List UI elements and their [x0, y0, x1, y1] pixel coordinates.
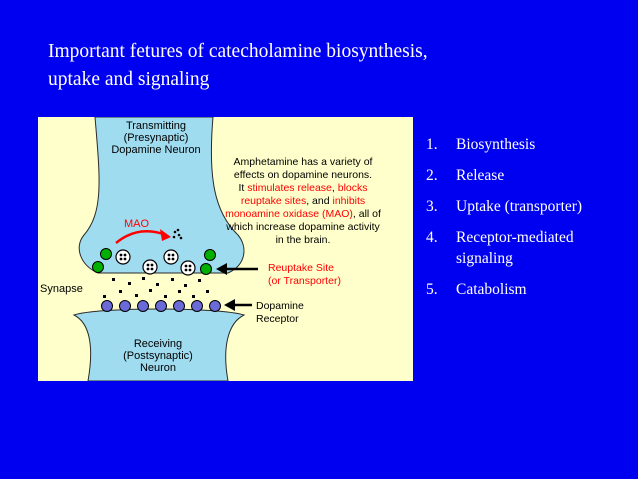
degraded-dopamine — [172, 228, 183, 240]
vesicle — [115, 249, 131, 265]
receptors — [101, 300, 221, 312]
receiving-label-3: Neuron — [140, 362, 176, 374]
reuptake-pointer-head — [216, 263, 227, 275]
synapse-label: Synapse — [40, 283, 83, 295]
amphetamine-line-5: monoamine oxidase (MAO), all of — [225, 208, 381, 220]
title-line-2: uptake and signaling — [48, 69, 210, 90]
list-item: 4. Receptor-mediated signaling — [426, 227, 631, 269]
transmitting-label-3: Dopamine Neuron — [111, 144, 200, 156]
list-item: 1. Biosynthesis — [426, 134, 631, 155]
transmitting-label-2: (Presynaptic) — [124, 132, 189, 144]
feature-list: 1. Biosynthesis 2. Release 3. Uptake (tr… — [426, 134, 631, 310]
vesicle — [180, 260, 196, 276]
mao-arrowhead — [160, 229, 171, 241]
presynaptic-neuron — [78, 117, 245, 274]
vesicle — [142, 259, 158, 275]
list-item: 5. Catabolism — [426, 279, 631, 300]
slide-title: Important fetures of catecholamine biosy… — [48, 38, 608, 94]
vesicle — [163, 249, 179, 265]
title-line-1: Important fetures of catecholamine biosy… — [48, 41, 428, 62]
list-item-number: 1. — [426, 136, 438, 153]
list-item: 2. Release — [426, 165, 631, 186]
list-item-number: 3. — [426, 198, 438, 215]
list-item-number: 5. — [426, 281, 438, 298]
amphetamine-line-1: Amphetamine has a variety of — [234, 156, 373, 168]
receptor-pointer-head — [224, 299, 235, 311]
synapse-diagram-svg: Transmitting (Presynaptic) Dopamine Neur… — [40, 117, 381, 381]
list-item-text: Release — [456, 167, 505, 184]
list-item-number: 2. — [426, 167, 438, 184]
list-item-text: Uptake (transporter) — [456, 198, 583, 215]
receptor-label-1: Dopamine — [256, 300, 304, 312]
list-item-text: Biosynthesis — [456, 136, 536, 153]
reuptake-label-1: Reuptake Site — [268, 262, 334, 274]
amphetamine-line-7: in the brain. — [276, 234, 331, 246]
reuptake-label-2: (or Transporter) — [268, 275, 341, 287]
amphetamine-line-2: effects on dopamine neurons. — [234, 169, 372, 181]
dopamine-molecules — [103, 277, 209, 298]
amphetamine-line-3: It stimulates release, blocks — [239, 182, 368, 194]
amphetamine-line-4: reuptake sites, and inhibits — [241, 195, 365, 207]
list-item-number: 4. — [426, 229, 438, 246]
list-item-text: Receptor-mediated signaling — [456, 229, 574, 267]
vesicles — [115, 249, 196, 276]
synapse-diagram: Transmitting (Presynaptic) Dopamine Neur… — [38, 117, 413, 381]
transporters — [92, 248, 216, 275]
amphetamine-line-6: which increase dopamine activity — [225, 221, 380, 233]
receptor-label-2: Receptor — [256, 313, 299, 325]
transmitting-label-1: Transmitting — [126, 120, 186, 132]
list-item: 3. Uptake (transporter) — [426, 196, 631, 217]
receiving-label-1: Receiving — [134, 338, 182, 350]
receiving-label-2: (Postsynaptic) — [123, 350, 193, 362]
list-item-text: Catabolism — [456, 281, 527, 298]
mao-label: MAO — [124, 218, 150, 230]
